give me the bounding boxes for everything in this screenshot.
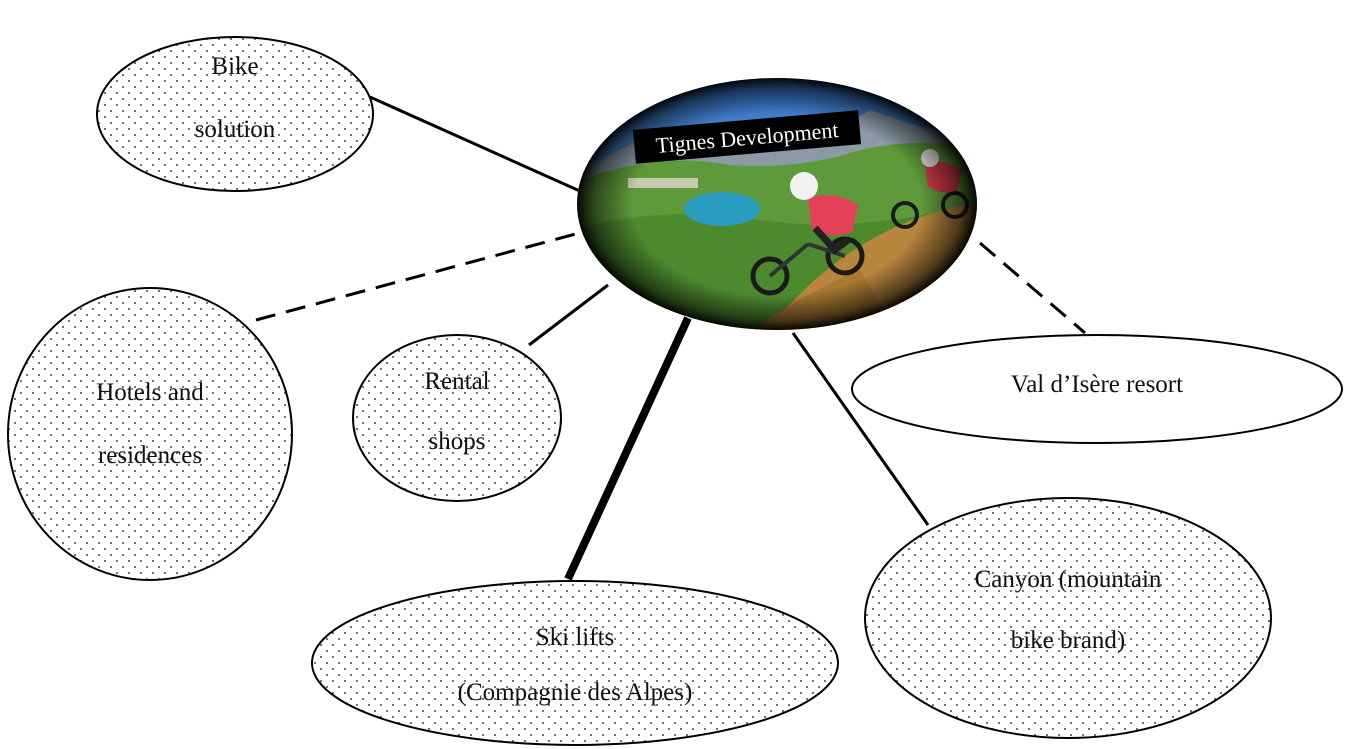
node-label: Rental [424,368,489,395]
connector-canyon [791,332,930,526]
node-label: Val d’Isère resort [1011,371,1183,398]
hub-label-background [632,110,862,164]
node-label: Bike [211,53,258,80]
node-rental-shops: Rental shops [352,334,562,502]
connector-rental-shops [528,283,609,347]
node-hotels-and-residences: Hotels and residences [7,287,293,581]
node-label: Canyon (mountain [975,566,1162,593]
hub-photo: Tignes Development [577,78,977,330]
node-label: bike brand) [1011,627,1126,654]
node-label: Ski lifts [536,624,615,651]
node-canyon: Canyon (mountain bike brand) [864,497,1272,739]
node-ski-lifts: Ski lifts (Compagnie des Alpes) [311,580,839,746]
node-label: residences [98,442,202,469]
node-label: solution [195,116,276,143]
connector-ski-lifts [564,316,692,581]
node-label: shops [429,428,486,455]
node-label: Hotels and [96,379,204,406]
node-label: (Compagnie des Alpes) [458,679,693,706]
node-bike-solution: Bike solution [96,36,374,192]
connector-val-disere [979,241,1086,335]
connector-hotels [255,230,584,322]
connector-bike-solution [369,95,583,194]
node-val-disere-resort: Val d’Isère resort [851,334,1343,444]
